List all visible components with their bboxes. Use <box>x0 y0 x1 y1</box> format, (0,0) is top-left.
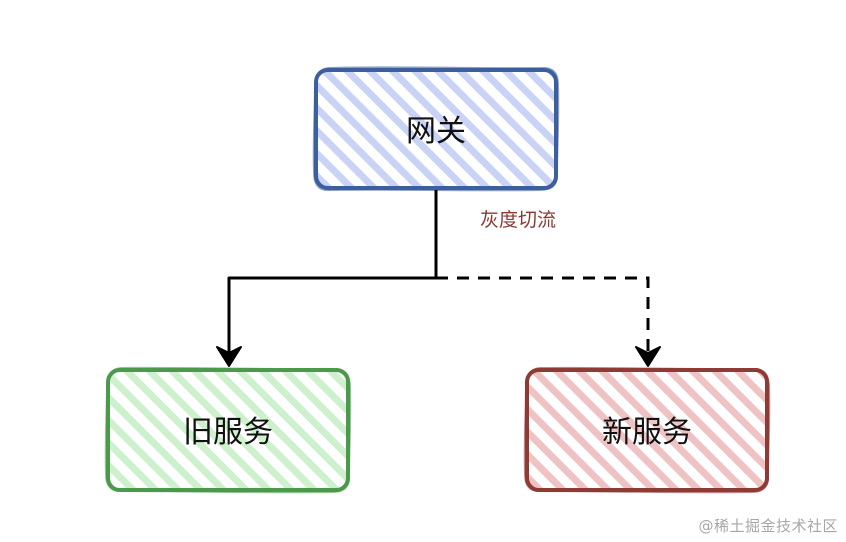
gray-release-label: 灰度切流 <box>480 209 556 231</box>
gateway-node: 网关 <box>312 66 560 192</box>
old-service-box <box>106 368 350 492</box>
solid-connector-to-old-service <box>227 190 438 352</box>
old-service-box-sketch-outline <box>104 366 352 494</box>
gateway-box-sketch-outline <box>312 66 560 192</box>
new-service-box-sketch-outline <box>523 366 771 494</box>
solid-arrowhead <box>216 346 242 367</box>
connectors <box>216 190 661 367</box>
old-service-node: 旧服务 <box>104 366 352 494</box>
dashed-arrowhead <box>635 346 661 367</box>
new-service-label: 新服务 <box>602 415 692 450</box>
watermark: @稀土掘金技术社区 <box>698 517 838 535</box>
gateway-label: 网关 <box>406 114 466 149</box>
gateway-box <box>314 68 558 190</box>
new-service-node: 新服务 <box>523 366 771 494</box>
new-service-box <box>525 368 769 492</box>
dashed-connector-to-new-service <box>436 276 650 352</box>
old-service-label: 旧服务 <box>183 415 273 450</box>
